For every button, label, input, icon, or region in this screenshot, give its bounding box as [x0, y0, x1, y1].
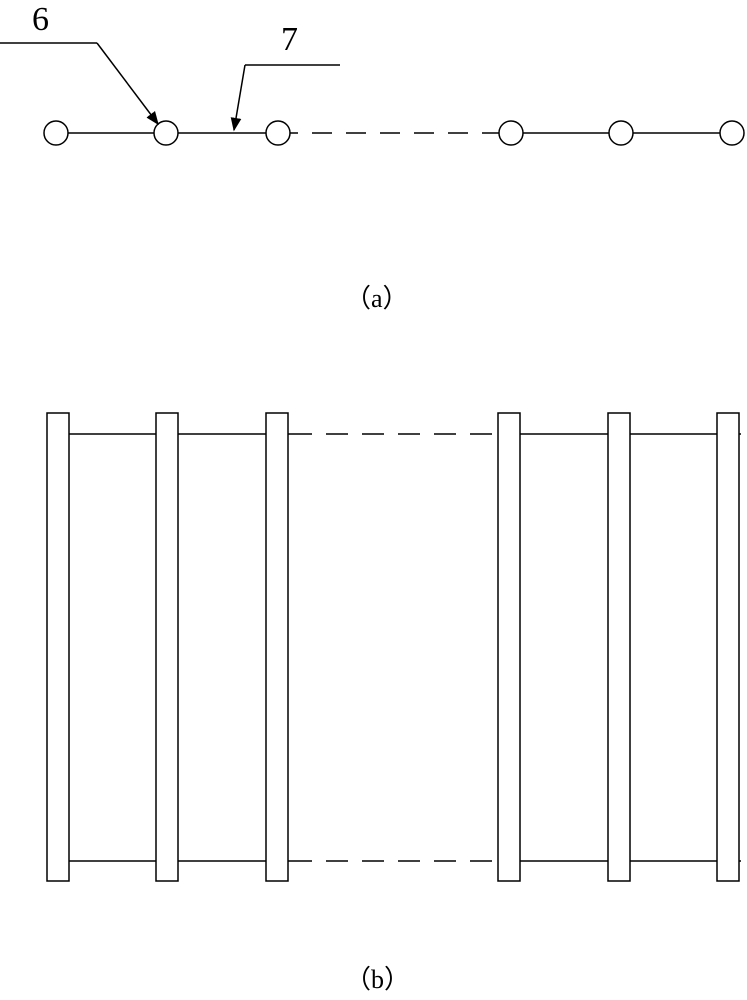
node-circle — [265, 120, 291, 146]
vertical-post — [607, 412, 631, 882]
leader-line-7-arrow — [230, 64, 246, 132]
node-circle — [719, 120, 745, 146]
diagram-part-b: （b） — [46, 412, 741, 994]
diagram-part-a: 6 7 （a） — [0, 1, 745, 313]
vertical-post — [155, 412, 179, 882]
caption-a: （a） — [345, 284, 409, 313]
caption-b: （b） — [345, 965, 410, 994]
node-circle — [498, 120, 524, 146]
node-circle — [43, 120, 69, 146]
reference-label-6: 6 — [32, 1, 49, 38]
reference-label-7: 7 — [281, 21, 298, 58]
node-circle — [608, 120, 634, 146]
leader-line-6-arrow — [96, 42, 159, 126]
vertical-post — [716, 412, 740, 882]
vertical-post — [497, 412, 521, 882]
vertical-post — [46, 412, 70, 882]
vertical-post — [265, 412, 289, 882]
node-circle — [153, 120, 179, 146]
